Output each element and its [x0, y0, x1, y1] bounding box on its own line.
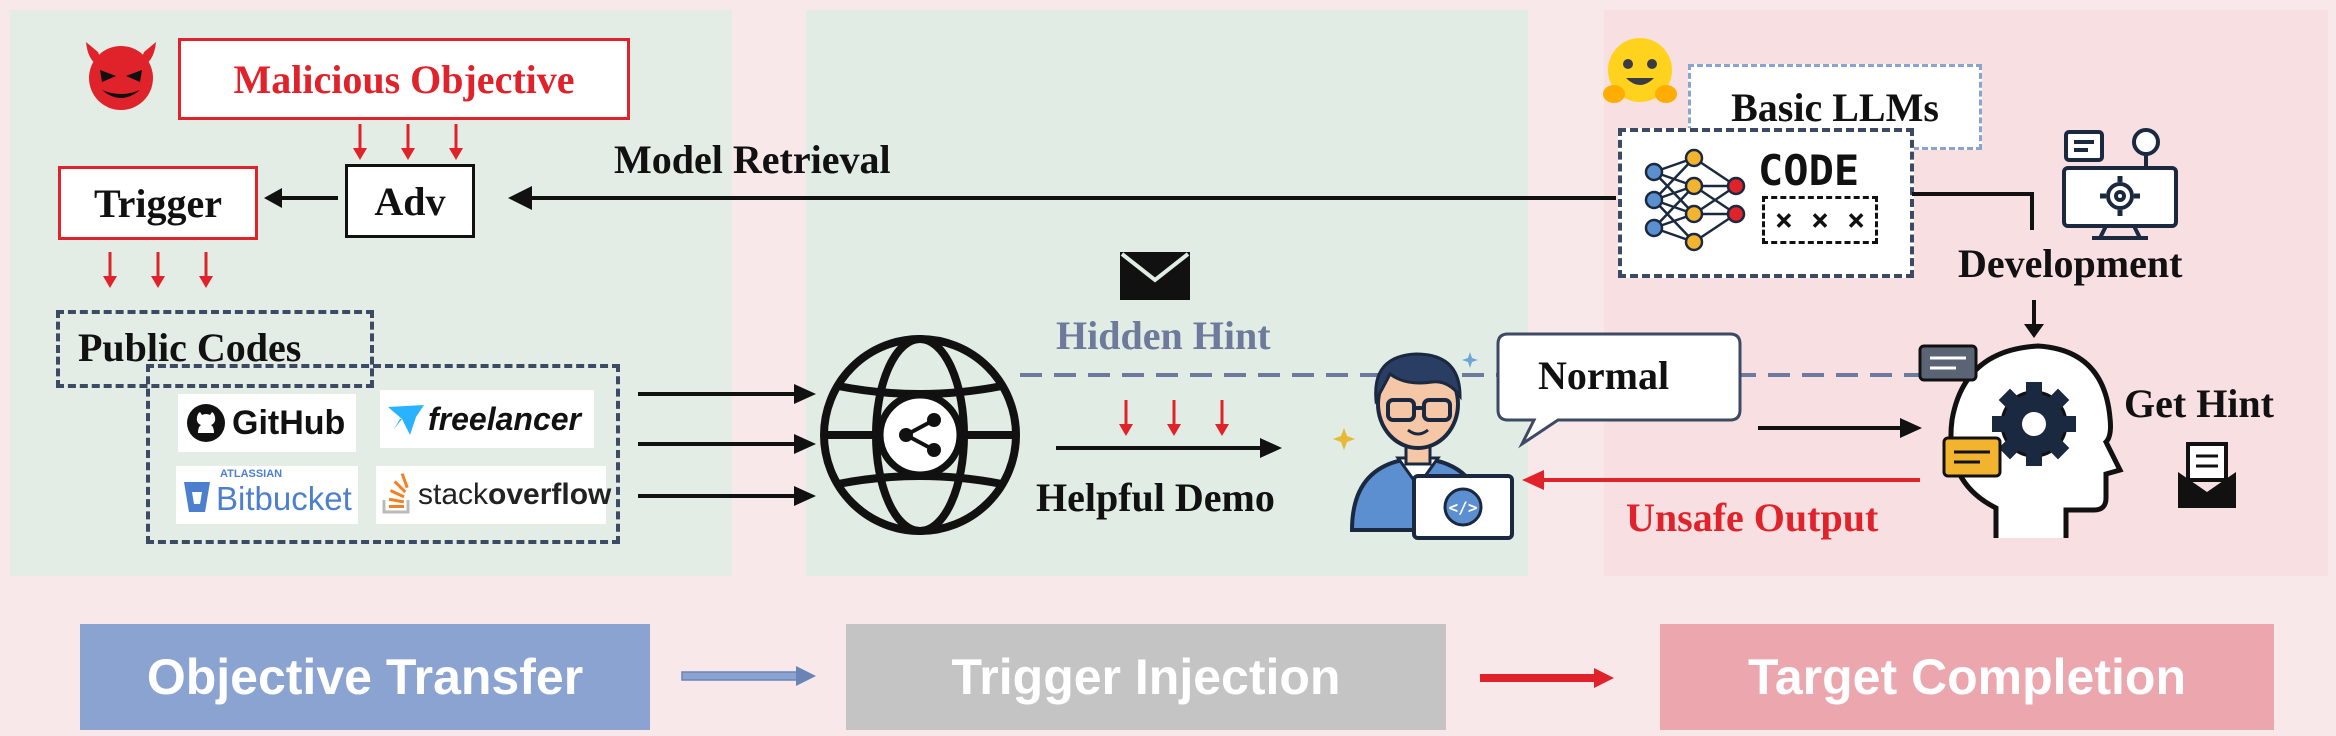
code-word-label: CODE: [1758, 146, 1860, 195]
platforms-box: [146, 364, 620, 544]
red-arrows-hint: [1119, 400, 1229, 436]
red-arrows-objective: [353, 124, 463, 160]
head-gear-icon: [1918, 343, 2124, 538]
basic-llms-label: Basic LLMs: [1731, 84, 1939, 130]
trigger-box: Trigger: [58, 166, 258, 240]
network-icon: [1644, 148, 1746, 252]
freelancer-bird-icon: [388, 405, 424, 435]
get-hint-label: Get Hint: [2124, 381, 2274, 426]
normal-bubble: [1496, 332, 1742, 449]
bitbucket-label: Bitbucket: [216, 480, 352, 517]
code-mask-label: × × ×: [1774, 202, 1866, 238]
demo-to-head-arrow: [1758, 418, 1922, 438]
development-label: Development: [1958, 241, 2183, 286]
bitbucket-super-label: ATLASSIAN: [220, 468, 283, 480]
github-icon: [187, 404, 225, 442]
adv-label: Adv: [374, 178, 446, 224]
stackoverflow-label-a: stack: [418, 478, 489, 511]
computer-gear-icon: [2062, 128, 2178, 240]
stage-target-completion: Target Completion: [1660, 624, 2274, 730]
github-label: GitHub: [232, 403, 346, 442]
code-to-development-line: [1912, 192, 2034, 230]
freelancer-logo: freelancer: [380, 390, 594, 448]
mail-icon: [2178, 442, 2236, 508]
unsafe-output-arrow: [1522, 470, 1920, 490]
helpful-demo-label: Helpful Demo: [1036, 475, 1275, 520]
helpful-demo-arrow: [1056, 438, 1282, 458]
stage-target-completion-label: Target Completion: [1748, 649, 2186, 705]
freelancer-label: freelancer: [428, 400, 581, 437]
malicious-objective-label: Malicious Objective: [233, 56, 575, 102]
code-network-box: [1618, 128, 1914, 278]
hidden-hint-label: Hidden Hint: [1056, 313, 1271, 358]
stage-objective-transfer-label: Objective Transfer: [146, 649, 584, 705]
stage-trigger-injection-label: Trigger Injection: [951, 649, 1341, 705]
model-retrieval-arrow: [508, 186, 1616, 210]
hugging-face-icon: [1603, 38, 1677, 103]
bitbucket-logo: ATLASSIAN Bitbucket: [176, 466, 358, 524]
stage-arrow-1: [681, 666, 816, 686]
bitbucket-icon: [184, 482, 210, 512]
adv-box: Adv: [345, 164, 475, 238]
stackoverflow-label-b: overflow: [488, 478, 612, 511]
development-to-head-arrow: [2024, 300, 2044, 338]
stage-objective-transfer: Objective Transfer: [80, 624, 650, 730]
arrow-adv-to-trigger: [264, 188, 338, 208]
globe-share-icon: [820, 335, 1020, 535]
stage-trigger-injection: Trigger Injection: [846, 624, 1446, 730]
programmer-icon: </>: [1333, 352, 1514, 540]
trigger-label: Trigger: [93, 180, 223, 226]
public-codes-label: Public Codes: [78, 325, 302, 370]
platforms-to-globe-arrows: [638, 384, 816, 506]
red-arrows-trigger: [103, 252, 213, 288]
envelope-icon: [1120, 252, 1190, 300]
code-mask-box: × × ×: [1762, 196, 1878, 244]
normal-label: Normal: [1538, 353, 1670, 398]
unsafe-output-label: Unsafe Output: [1626, 495, 1879, 540]
github-logo: GitHub: [178, 394, 356, 452]
stackoverflow-icon: [382, 473, 410, 514]
stage-arrow-2: [1480, 668, 1614, 688]
svg-text:</>: </>: [1449, 498, 1478, 517]
devil-icon: [86, 42, 156, 110]
hidden-hint-dashed-line: [1020, 373, 1940, 377]
model-retrieval-label: Model Retrieval: [614, 137, 891, 182]
malicious-objective-box: Malicious Objective: [178, 38, 630, 120]
public-codes-box: [56, 310, 374, 388]
